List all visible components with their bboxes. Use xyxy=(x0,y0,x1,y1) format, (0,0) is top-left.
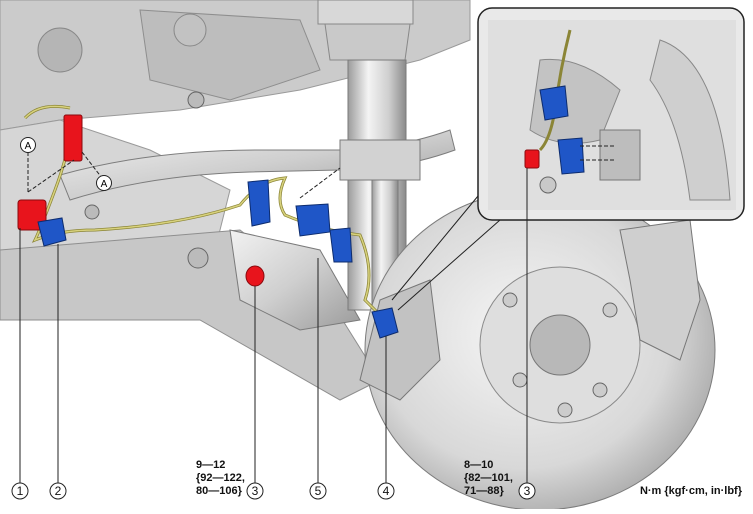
svg-text:80—106}: 80—106} xyxy=(196,485,243,497)
detail-a-marker: A xyxy=(20,137,36,153)
callout-5: 5 xyxy=(309,482,327,500)
harness-clip-blue xyxy=(37,179,399,339)
svg-text:1: 1 xyxy=(17,484,24,498)
svg-text:{82—101,: {82—101, xyxy=(464,472,513,484)
detail-a-label: A xyxy=(25,141,32,152)
wheel-stud xyxy=(502,292,518,308)
svg-text:3: 3 xyxy=(524,484,531,498)
svg-text:2: 2 xyxy=(55,484,62,498)
wheel-stud xyxy=(592,382,608,398)
callout-2: 2 xyxy=(49,482,67,500)
callout-3-right: 3 xyxy=(518,482,536,500)
callout-4: 4 xyxy=(377,482,395,500)
svg-text:71—88}: 71—88} xyxy=(464,485,504,497)
detail-a-label: A xyxy=(101,179,108,190)
detail-a-marker: A xyxy=(96,175,112,191)
wheel-stud xyxy=(602,302,618,318)
wheel-stud xyxy=(512,372,528,388)
detail-a-guides xyxy=(27,151,341,199)
shock-absorber-strut xyxy=(317,0,421,311)
svg-text:5: 5 xyxy=(315,484,322,498)
wheel-stud xyxy=(557,402,573,418)
torque-spec-left: 9—12 {92—122, 80—106} xyxy=(196,459,245,497)
inset-detail-view xyxy=(477,7,745,221)
torque-spec-right: 8—10 {82—101, 71—88} xyxy=(464,459,513,497)
unit-label: N·m {kgf·cm, in·lbf} xyxy=(640,485,743,497)
svg-text:9—12: 9—12 xyxy=(196,459,225,471)
callout-1: 1 xyxy=(11,482,29,500)
callout-leader-lines xyxy=(19,168,528,483)
svg-text:4: 4 xyxy=(383,484,390,498)
svg-text:8—10: 8—10 xyxy=(464,459,493,471)
svg-text:3: 3 xyxy=(252,484,259,498)
stabilizer-bar xyxy=(59,129,456,201)
inset-leader-lines xyxy=(391,195,501,311)
callout-3-left: 3 xyxy=(246,482,264,500)
svg-text:{92—122,: {92—122, xyxy=(196,472,245,484)
